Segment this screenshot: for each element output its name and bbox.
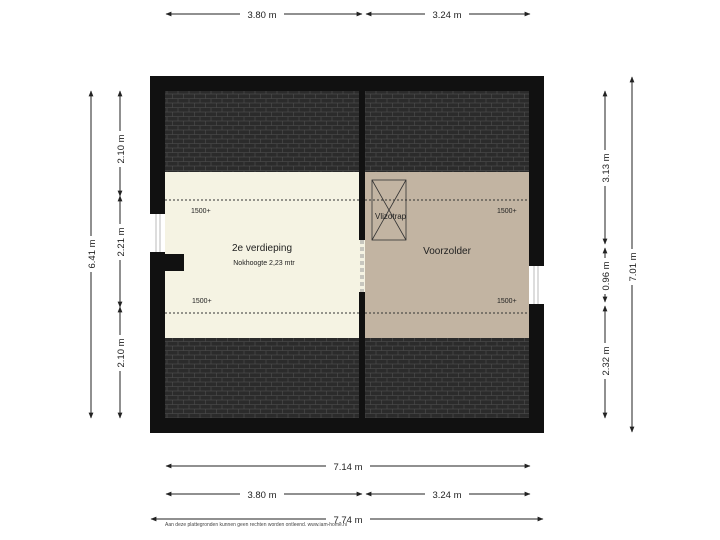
height-marker: 1500+: [192, 298, 212, 305]
height-marker: 1500+: [191, 208, 211, 215]
window-right: [529, 266, 544, 304]
height-marker: 1500+: [497, 208, 517, 215]
dim-label: 0.96 m: [601, 261, 612, 290]
dim-label: 3.24 m: [432, 10, 461, 21]
roof-tiles-top-right: [365, 91, 529, 172]
window-left: [150, 214, 165, 252]
wall-column: [165, 254, 184, 271]
height-marker: 1500+: [497, 298, 517, 305]
vlizotrap-hatch: [371, 179, 407, 241]
roof-tiles-top-left: [165, 91, 359, 172]
disclaimer: Aan deze plattegronden kunnen geen recht…: [165, 522, 348, 528]
room-note-nokhoogte: Nokhoogte 2,23 mtr: [233, 260, 295, 267]
dim-label: 7.74 m: [333, 515, 362, 526]
dim-label: 2.10 m: [116, 338, 127, 367]
dim-label: 2.10 m: [116, 134, 127, 163]
dim-label: 3.80 m: [247, 490, 276, 501]
room-label-voorzolder: Voorzolder: [423, 246, 471, 257]
room-label-verdieping: 2e verdieping: [232, 243, 292, 254]
roof-tiles-bottom-right: [365, 338, 529, 418]
dim-label: 2.32 m: [601, 346, 612, 375]
door-opening: [359, 240, 365, 292]
vlizotrap-label: Vlizotrap: [375, 212, 407, 221]
dim-label: 3.24 m: [432, 490, 461, 501]
dim-label: 6.41 m: [87, 239, 98, 268]
roof-tiles-bottom-left: [165, 338, 359, 418]
dim-label: 7.14 m: [333, 462, 362, 473]
dim-label: 3.13 m: [601, 153, 612, 182]
dim-label: 2.21 m: [116, 227, 127, 256]
dim-label: 3.80 m: [247, 10, 276, 21]
dim-label: 7.01 m: [628, 252, 639, 281]
